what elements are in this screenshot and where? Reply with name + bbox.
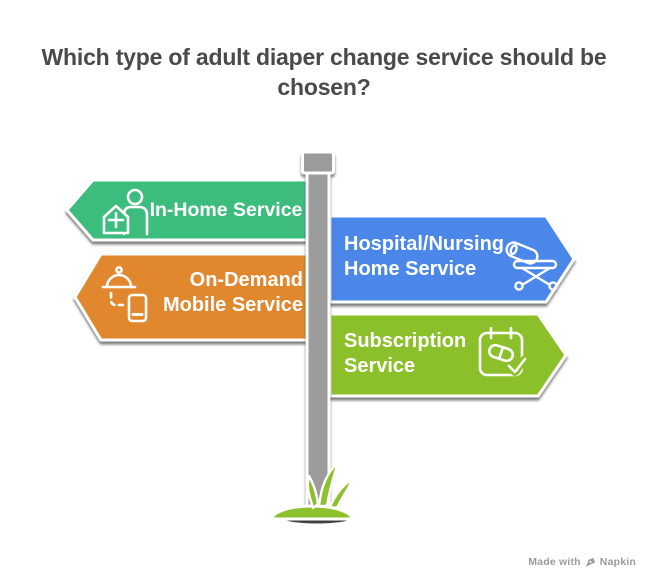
hospital-service-label-line1: Hospital/Nursing bbox=[344, 233, 505, 255]
subscription-service-label-line1: Subscription bbox=[344, 330, 467, 352]
on-demand-service-label-line2: Mobile Service bbox=[162, 294, 303, 316]
in-home-service-label-line1: In-Home Service bbox=[149, 199, 303, 221]
on-demand-service-label-line1: On-Demand bbox=[189, 269, 303, 291]
sign-in-home-service bbox=[65, 178, 322, 242]
sign-subscription bbox=[328, 312, 568, 398]
subscription-service-label-line2: Service bbox=[344, 355, 416, 377]
page-title-line1: Which type of adult diaper change servic… bbox=[41, 44, 607, 70]
in-home-service-label: In-Home Service bbox=[140, 198, 312, 223]
grass-tuft bbox=[306, 461, 355, 510]
pole-cap bbox=[301, 150, 335, 175]
page-title: Which type of adult diaper change servic… bbox=[0, 42, 648, 102]
watermark-prefix: Made with bbox=[528, 556, 581, 568]
on-demand-service-label: On-Demand Mobile Service bbox=[146, 268, 303, 318]
hospital-service-label: Hospital/Nursing Home Service bbox=[344, 232, 534, 282]
watermark-brand: Napkin bbox=[599, 556, 636, 568]
signpost-pole bbox=[301, 150, 335, 509]
napkin-pen-icon bbox=[585, 557, 595, 567]
made-with-napkin-badge[interactable]: Made with Napkin bbox=[528, 556, 636, 568]
grass-base bbox=[270, 461, 355, 524]
subscription-service-label: Subscription Service bbox=[344, 329, 514, 379]
hospital-bed-icon bbox=[505, 241, 558, 291]
home-care-icon bbox=[102, 188, 149, 236]
page-title-line2: chosen? bbox=[277, 74, 371, 100]
calendar-pill-icon bbox=[478, 326, 529, 377]
hospital-service-label-line2: Home Service bbox=[344, 258, 477, 280]
mobile-delivery-icon bbox=[101, 266, 148, 323]
